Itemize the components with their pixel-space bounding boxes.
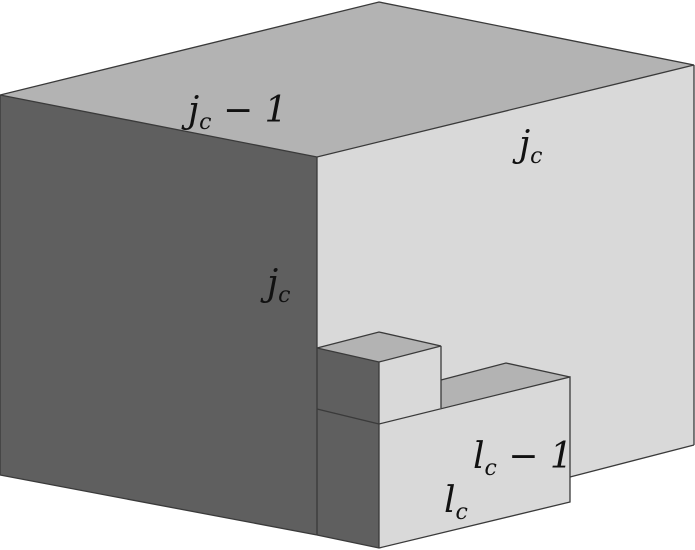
- small-block-left-face: [317, 348, 379, 548]
- large-cube-left-face: [0, 95, 317, 535]
- step-front-face: [379, 377, 570, 548]
- small-block-right-face: [379, 346, 441, 424]
- label-step-front: lc − 1: [473, 436, 573, 481]
- large-cube-top-face: [0, 2, 694, 157]
- label-top-face: jc − 1: [181, 90, 287, 135]
- step-top-face: [441, 363, 570, 408]
- label-step-bottom: lc: [444, 480, 468, 525]
